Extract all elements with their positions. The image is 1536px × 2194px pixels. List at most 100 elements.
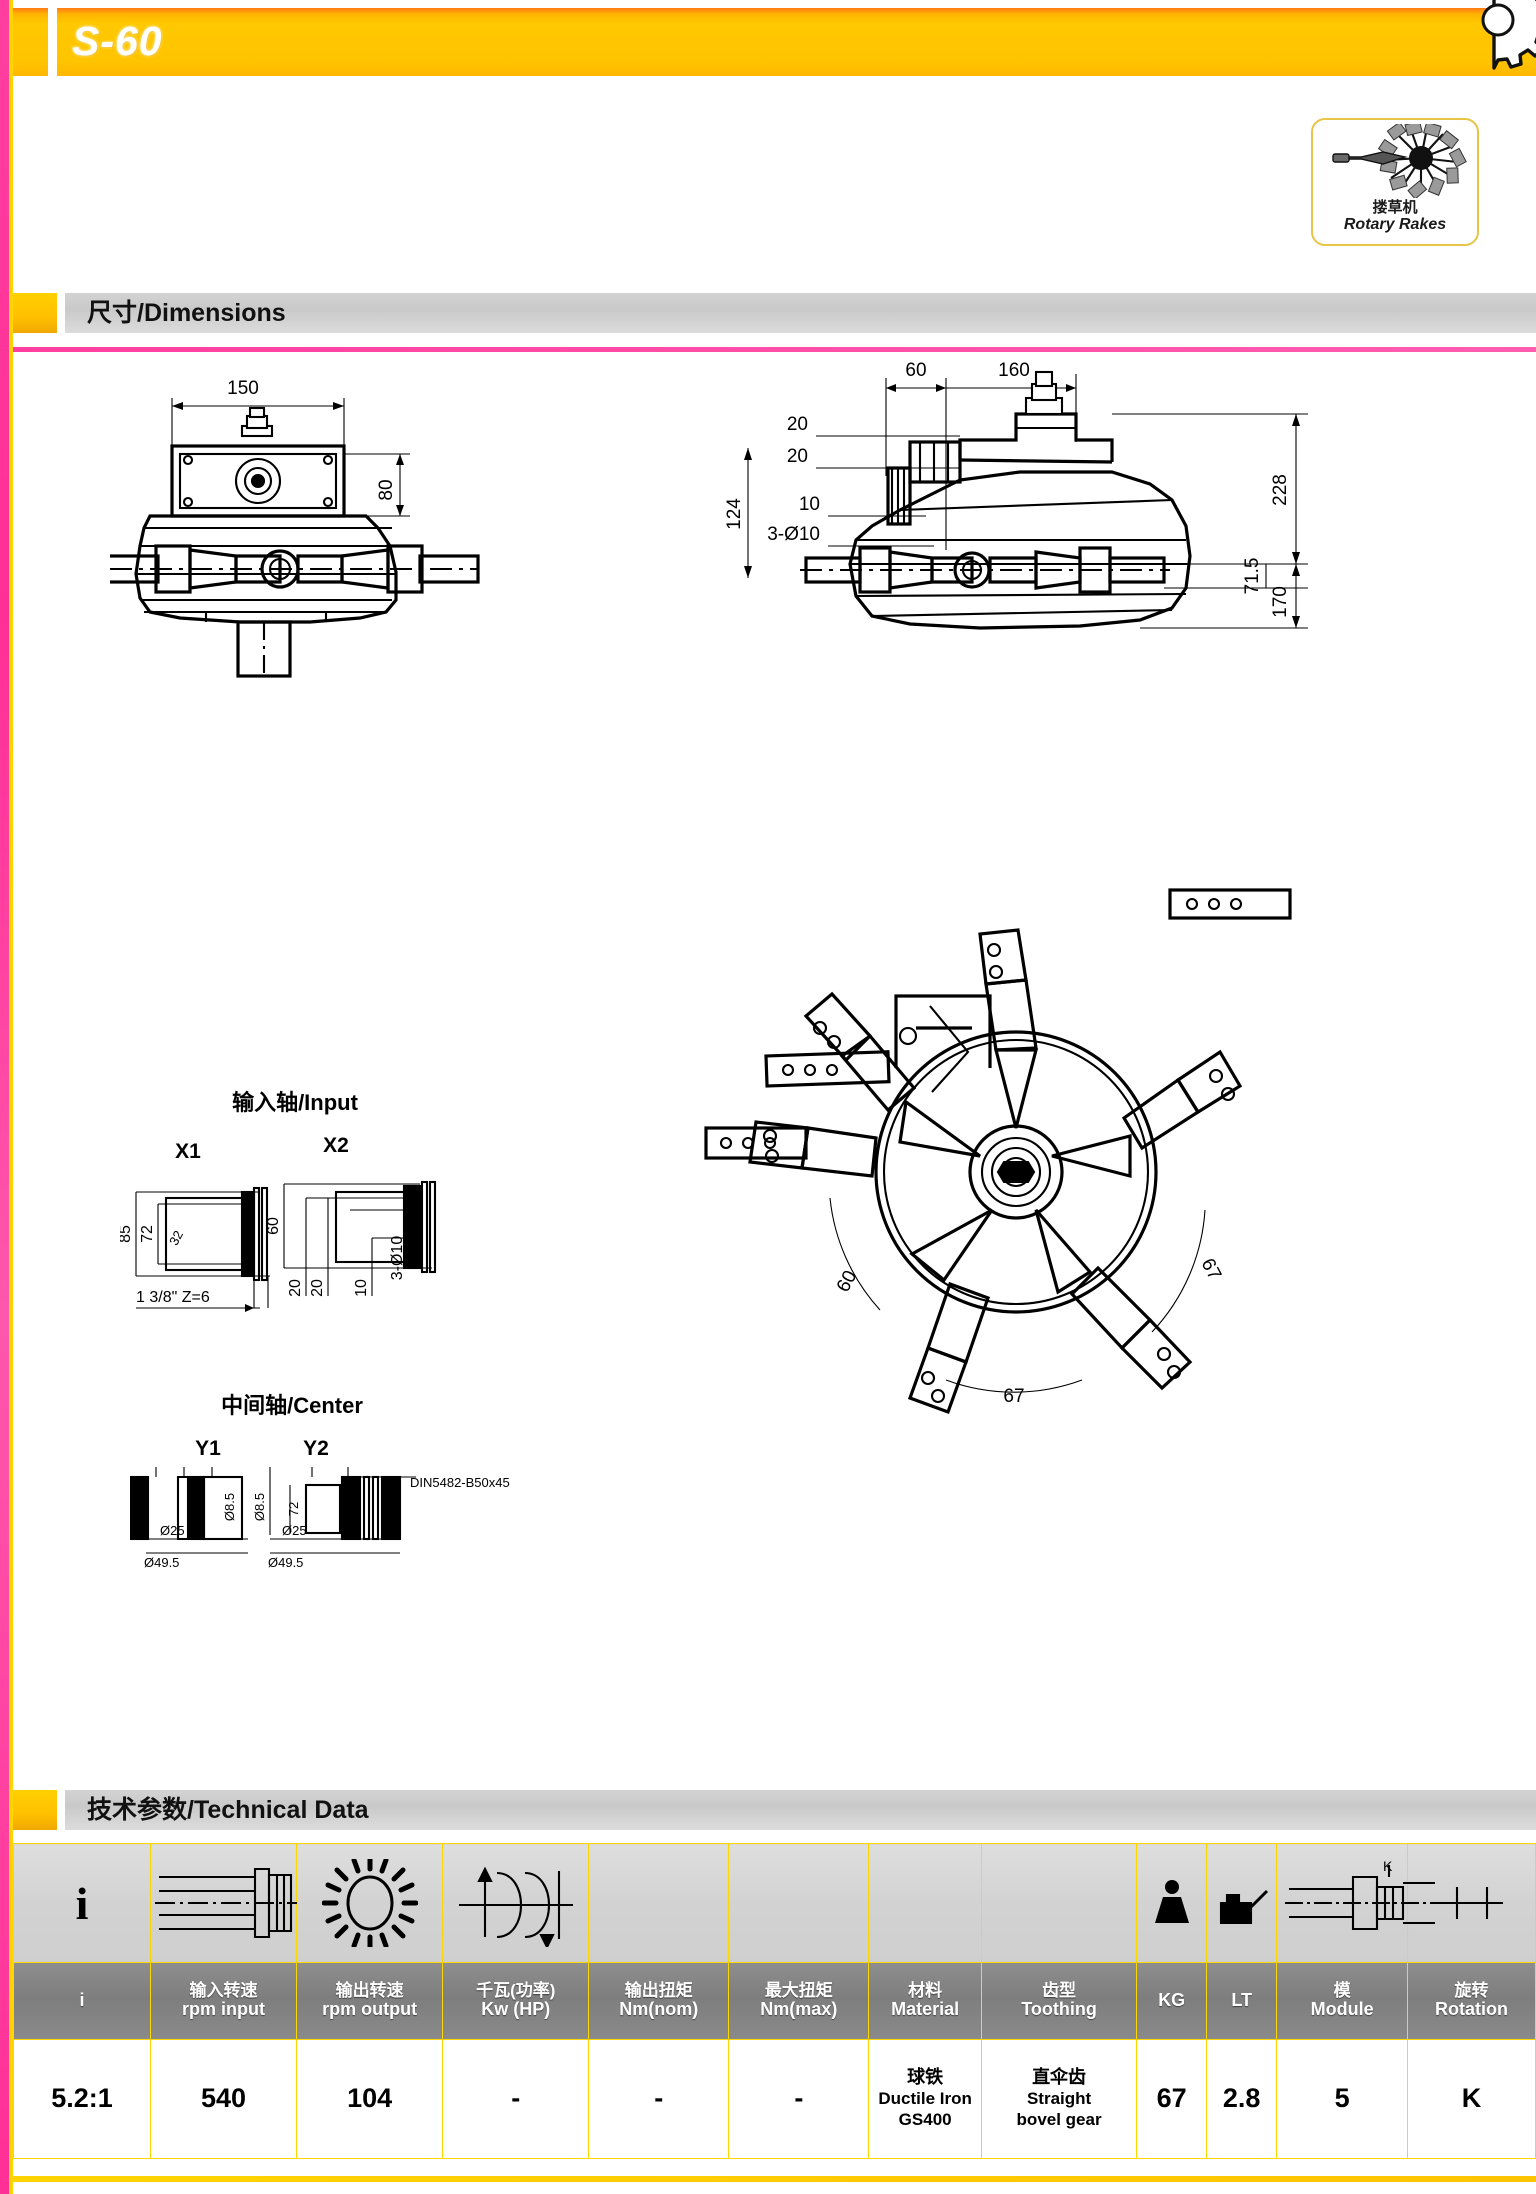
value-rpm-output: 104 — [296, 2038, 444, 2160]
table-icon-row: i — [13, 1842, 1536, 1964]
rotary-rake-plan-view-drawing: 67 60 67 — [704, 888, 1292, 1415]
toothing-icon — [1019, 1863, 1099, 1943]
spline-note-x1: 1 3/8" Z=6 — [136, 1289, 210, 1306]
table-data-row: 5.2:1 540 104 - - - 球铁 Ductile Iron GS40… — [13, 2038, 1536, 2160]
page-left-rail-yellow — [9, 0, 13, 2194]
gearbox-side-view-drawing: 60 160 20 20 10 3-Ø10 124 — [724, 360, 1308, 630]
svg-text:10: 10 — [353, 1279, 370, 1297]
value-oil: 2.8 — [1206, 2038, 1278, 2160]
icon-cell-rpm-output — [296, 1842, 444, 1964]
svg-text:20: 20 — [287, 1279, 304, 1297]
variant-x2-label: X2 — [323, 1134, 349, 1157]
col-header-power: 千瓦(功率) Kw (HP) — [442, 1962, 590, 2040]
variant-x1-label: X1 — [175, 1140, 201, 1163]
weight-icon — [1154, 1880, 1189, 1924]
svg-text:71.5: 71.5 — [1242, 558, 1263, 595]
icon-cell-toothing — [980, 1842, 1138, 1964]
product-category-badge: 搂草机 Rotary Rakes — [1311, 118, 1479, 246]
section-label-technical: 技术参数/Technical Data — [87, 1796, 369, 1824]
input-shaft-detail-drawing: 输入轴/Input X1 X2 85 72 32 1 3/8" Z=6 — [120, 1090, 437, 1312]
svg-text:20: 20 — [787, 414, 808, 435]
icon-cell-weight — [1136, 1842, 1208, 1964]
rotary-rake-icon — [1332, 124, 1467, 198]
col-header-rotation: 旋转 Rotation — [1407, 1962, 1536, 2040]
page-bottom-rule — [13, 2176, 1536, 2182]
icon-cell-power — [442, 1842, 590, 1964]
value-toothing: 直伞齿 Straight bovel gear — [980, 2038, 1138, 2160]
page-header-band — [13, 8, 1536, 76]
svg-text:124: 124 — [724, 498, 745, 530]
col-header-module: 模 Module — [1276, 1962, 1409, 2040]
value-material: 球铁 Ductile Iron GS400 — [868, 2038, 982, 2160]
spline-note-y2: DIN5482-B50x45 — [410, 1475, 510, 1490]
section-marker-square-2 — [13, 1790, 57, 1830]
svg-text:170: 170 — [1270, 586, 1291, 618]
svg-text:20: 20 — [787, 446, 808, 467]
svg-text:3-Ø10: 3-Ø10 — [389, 1236, 406, 1281]
page-title: S-60 — [72, 18, 163, 64]
ratio-i-icon: i — [75, 1877, 89, 1929]
module-icon: K — [1285, 1861, 1444, 1931]
variant-y1-label: Y1 — [195, 1437, 221, 1460]
icon-cell-rpm-input — [149, 1842, 298, 1964]
badge-label-en: Rotary Rakes — [1343, 216, 1447, 233]
gear-cog-decor-icon — [1481, 0, 1536, 70]
section-marker-square — [13, 293, 57, 333]
section-header-dimensions: 尺寸/Dimensions — [13, 293, 1536, 333]
icon-cell-rotation — [1407, 1842, 1536, 1964]
svg-text:3-Ø10: 3-Ø10 — [767, 524, 820, 545]
input-shaft-title: 输入轴/Input — [232, 1090, 359, 1115]
section-strip-2 — [65, 1790, 1536, 1830]
icon-cell-module: K — [1276, 1842, 1444, 1964]
sun-gear-icon — [321, 1859, 418, 1948]
value-torque-max: - — [728, 2038, 870, 2160]
svg-text:72: 72 — [139, 1225, 156, 1243]
svg-text:228: 228 — [1270, 474, 1291, 506]
technical-data-table: i — [13, 1842, 1536, 2160]
oil-can-icon — [1219, 1890, 1268, 1925]
col-header-torque-max: 最大扭矩 Nm(max) — [728, 1962, 870, 2040]
col-header-rpm-output: 输出转速 rpm output — [296, 1962, 444, 2040]
section-header-technical: 技术参数/Technical Data — [13, 1790, 1536, 1830]
table-header-row: i 输入转速 rpm input 输出转速 rpm output 千瓦(功率) … — [13, 1962, 1536, 2040]
svg-text:Ø25: Ø25 — [282, 1523, 307, 1538]
svg-text:Ø49.5: Ø49.5 — [268, 1555, 303, 1570]
col-header-ratio: i — [13, 1962, 151, 2040]
icon-cell-material — [868, 1842, 982, 1964]
gearbox-front-view-drawing: 150 80 — [110, 378, 480, 678]
col-header-oil: LT — [1206, 1962, 1278, 2040]
angle-label-3: 67 — [1003, 1386, 1024, 1407]
svg-text:160: 160 — [998, 360, 1030, 381]
col-header-toothing: 齿型 Toothing — [980, 1962, 1138, 2040]
section-strip — [65, 293, 1536, 333]
value-rotation: K — [1407, 2038, 1536, 2160]
value-ratio: 5.2:1 — [13, 2038, 151, 2160]
svg-text:72: 72 — [286, 1502, 301, 1516]
svg-text:20: 20 — [309, 1279, 326, 1297]
torque-nom-icon — [604, 1863, 714, 1943]
svg-text:K: K — [1383, 1861, 1393, 1874]
center-shaft-title: 中间轴/Center — [221, 1393, 363, 1418]
icon-cell-torque-max — [728, 1842, 870, 1964]
value-rpm-input: 540 — [149, 2038, 298, 2160]
value-torque-nom: - — [588, 2038, 730, 2160]
svg-text:Ø49.5: Ø49.5 — [144, 1555, 179, 1570]
power-curve-icon — [458, 1866, 573, 1948]
variant-y2-label: Y2 — [303, 1437, 329, 1460]
svg-text:60: 60 — [905, 360, 926, 381]
svg-text:80: 80 — [376, 479, 397, 500]
svg-text:60: 60 — [265, 1217, 282, 1235]
svg-text:Ø8.5: Ø8.5 — [252, 1493, 267, 1521]
svg-text:Ø25: Ø25 — [160, 1523, 185, 1538]
section-divider-pink — [13, 347, 1536, 352]
header-accent-tick — [48, 8, 57, 76]
rotation-icon — [1440, 1887, 1503, 1920]
icon-cell-ratio: i — [13, 1842, 151, 1964]
value-power: - — [442, 2038, 590, 2160]
icon-cell-oil — [1206, 1842, 1278, 1964]
svg-text:150: 150 — [227, 378, 259, 399]
col-header-rpm-input: 输入转速 rpm input — [149, 1962, 298, 2040]
center-shaft-detail-drawing: 中间轴/Center Y1 Y2 Ø8.5 Ø25 Ø49.5 Ø8.5 — [130, 1393, 510, 1570]
material-icon — [885, 1863, 965, 1943]
